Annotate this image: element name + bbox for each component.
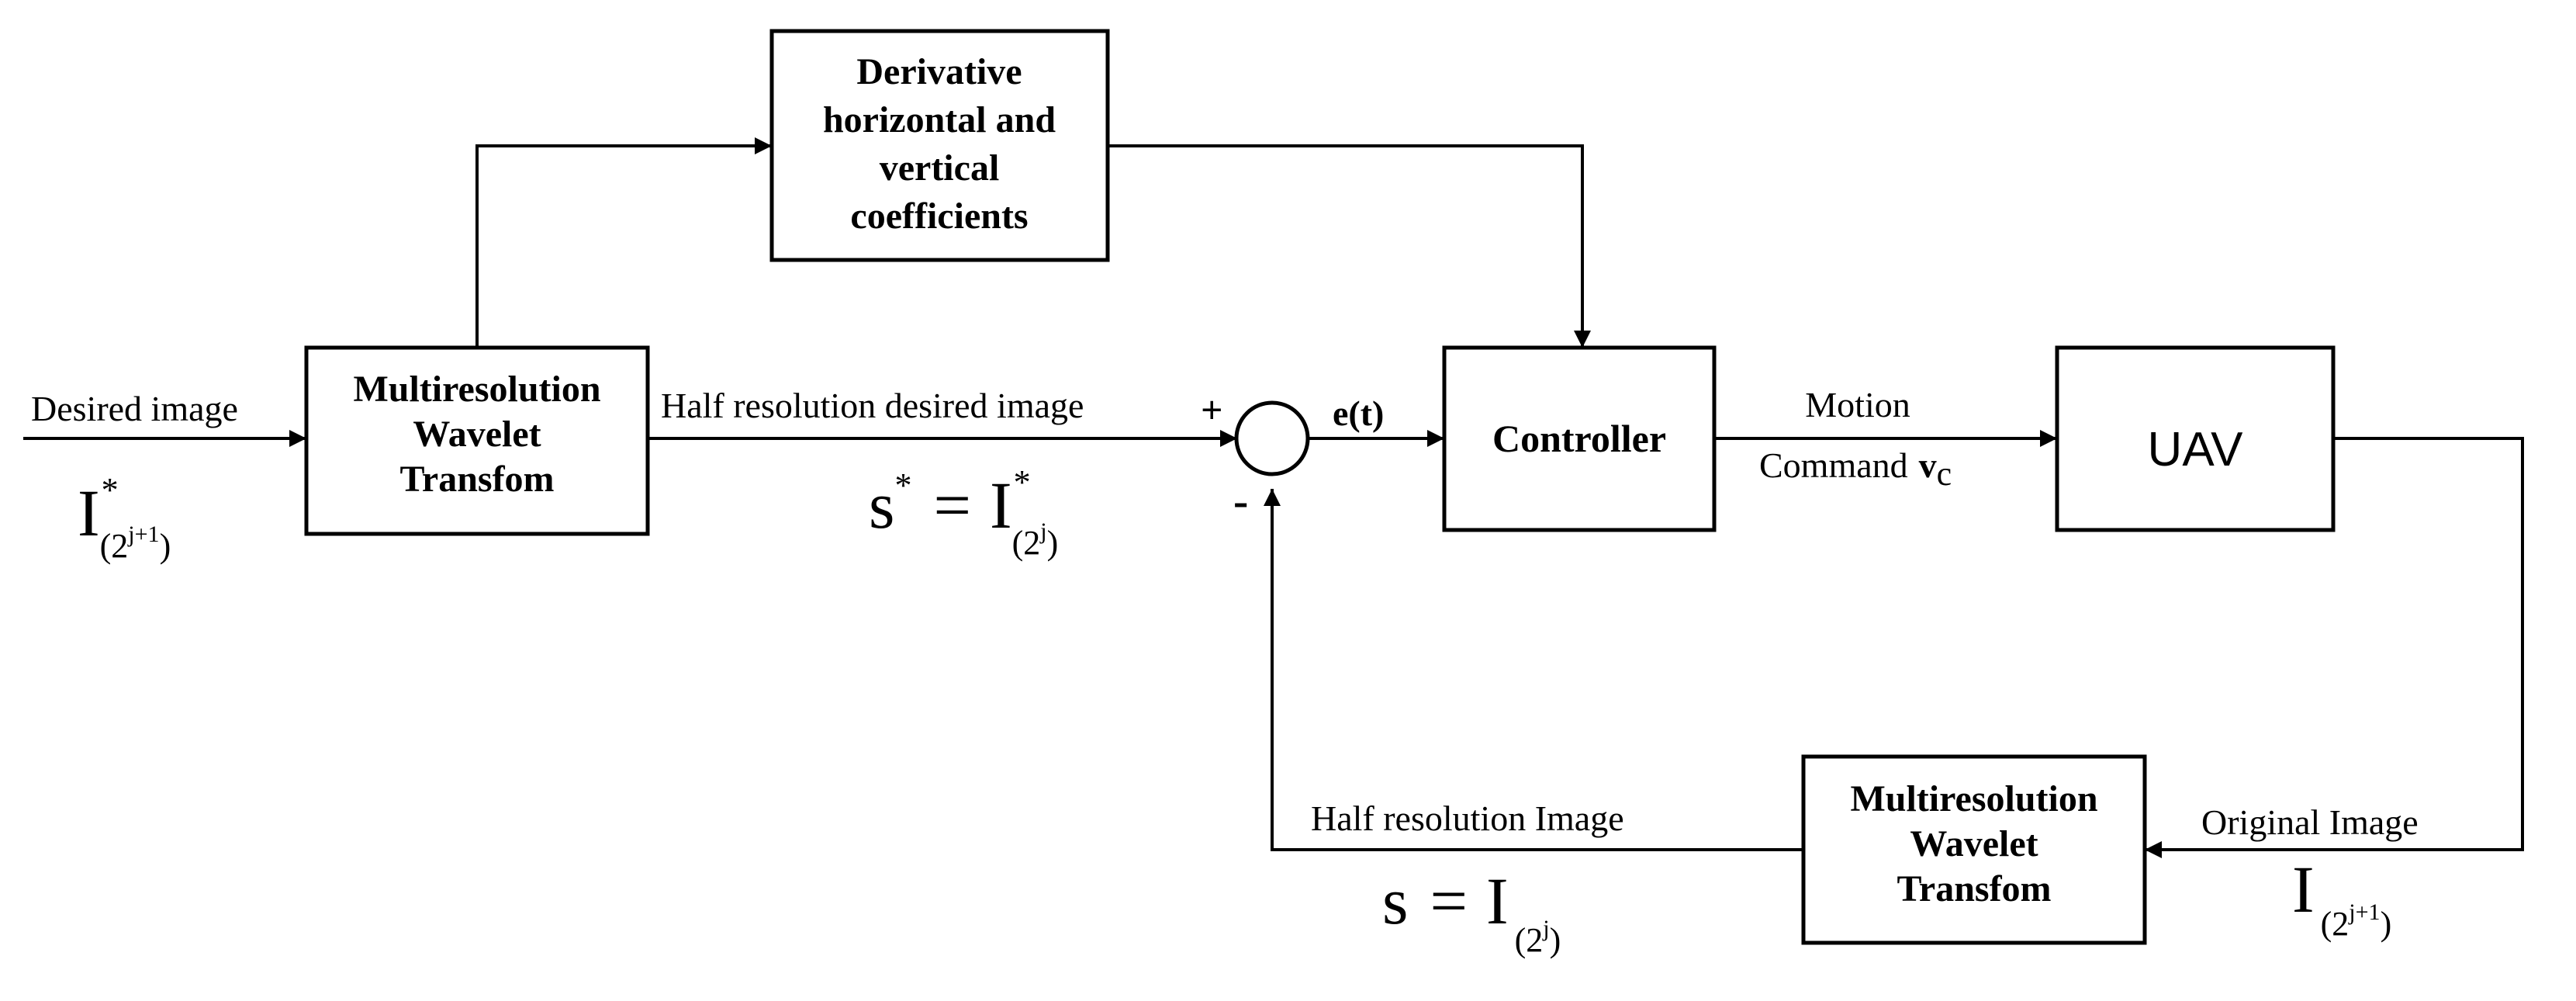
derivative-line-3: vertical — [880, 147, 1000, 189]
label-half-res-desired: Half resolution desired image — [661, 386, 1084, 425]
mwt-block-top: Multiresolution Wavelet Transfom — [304, 345, 650, 536]
label-motion: Motion — [1805, 385, 1910, 424]
label-original-image: Original Image — [2201, 802, 2419, 842]
derivative-line-2: horizontal and — [823, 99, 1056, 140]
label-error: e(t) — [1333, 393, 1384, 433]
mwt-top-line-1: Multiresolution — [353, 369, 600, 410]
mwt-bottom-line-1: Multiresolution — [1850, 778, 2097, 819]
derivative-line-1: Derivative — [856, 51, 1022, 92]
label-desired-image: Desired image — [31, 389, 238, 428]
controller-label: Controller — [1492, 417, 1666, 460]
wire-mwt-to-derivative — [475, 137, 772, 348]
wire-mwt-to-sum-feedback — [1264, 489, 1803, 851]
mwt-bottom-line-2: Wavelet — [1910, 823, 2038, 864]
mwt-top-line-3: Transfom — [399, 459, 554, 500]
math-input-image: I*(2j+1) — [78, 471, 171, 565]
uav-block: UAV — [2055, 345, 2336, 532]
mwt-bottom-line-3: Transfom — [1897, 868, 2051, 909]
math-s: s=I(2j) — [1382, 864, 1561, 959]
wire-uav-feedback — [2145, 437, 2524, 858]
minus-sign: - — [1233, 476, 1248, 526]
summing-junction — [1234, 400, 1310, 476]
math-original-image: I(2j+1) — [2292, 852, 2391, 943]
derivative-block: Derivative horizontal and vertical coeff… — [769, 29, 1110, 262]
wire-derivative-to-controller — [1108, 144, 1591, 348]
uav-label: UAV — [2148, 423, 2244, 476]
plus-sign: + — [1201, 388, 1223, 431]
math-s-star: s*=I*(2j) — [869, 463, 1058, 562]
mwt-block-bottom: Multiresolution Wavelet Transfom — [1801, 754, 2147, 945]
label-half-res-image: Half resolution Image — [1311, 798, 1624, 838]
mwt-top-line-2: Wavelet — [413, 414, 541, 455]
derivative-line-4: coefficients — [850, 196, 1028, 237]
controller-block: Controller — [1442, 345, 1717, 532]
